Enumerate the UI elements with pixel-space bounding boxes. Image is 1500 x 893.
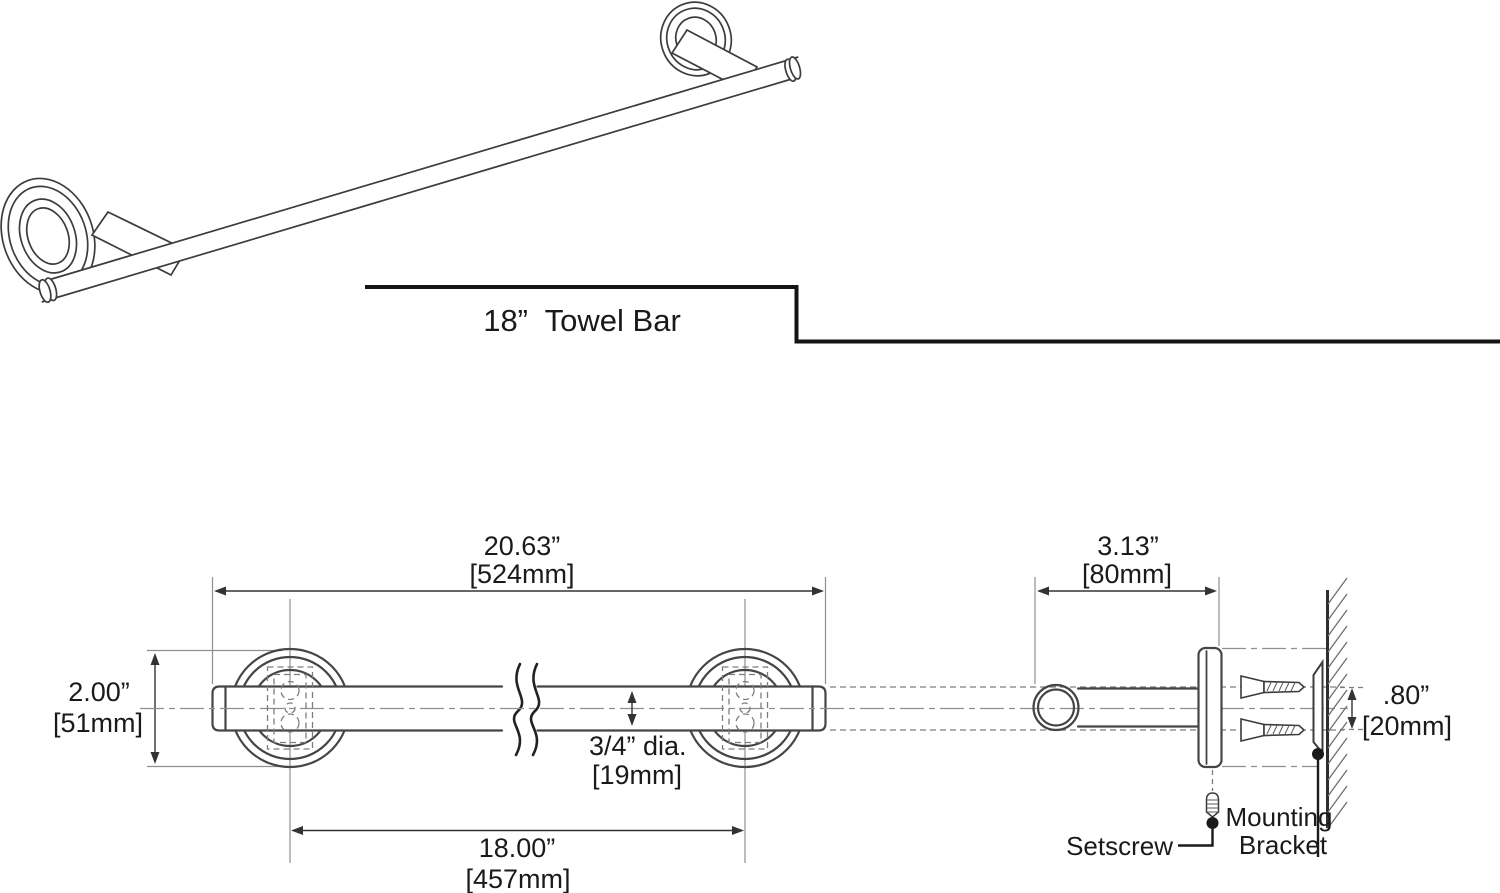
dim-bracket-depth: .80” [20mm] [1340, 680, 1452, 741]
mounting-screw-bottom [1240, 717, 1306, 743]
mounting-bracket-label-line1: Mounting [1226, 802, 1333, 832]
dim-bracket-in: .80” [1383, 680, 1430, 710]
arrowhead-left [1037, 586, 1049, 596]
mounting-bracket-callout: Mounting Bracket [1226, 748, 1333, 860]
dim-bar-dia-mm: [19mm] [592, 760, 682, 790]
mounting-bracket-label-line2: Bracket [1239, 830, 1328, 860]
arrowhead-up [627, 691, 637, 703]
arrowhead-up [1347, 688, 1357, 700]
dim-overall-in: 20.63” [484, 531, 561, 561]
extension-lines-flange-height [147, 649, 282, 768]
dim-bar-diameter: 3/4” dia. [19mm] [589, 691, 687, 790]
dim-bar-dia-in: 3/4” dia. [589, 731, 687, 761]
front-view: 20.63” [524mm] 2.00” [51mm] [53, 531, 1348, 893]
perspective-bar-endcap-right [784, 56, 802, 83]
dim-centers-in: 18.00” [479, 833, 556, 863]
perspective-bar [38, 56, 802, 304]
side-view: 3.13” [80mm] [830, 531, 1452, 861]
arrowhead-down [150, 752, 160, 764]
title-block: 18” Towel Bar [365, 285, 1500, 344]
arrowhead-right [732, 826, 744, 835]
page-title: 18” Towel Bar [483, 303, 681, 338]
dim-projection-in: 3.13” [1097, 531, 1159, 561]
dim-flange-height: 2.00” [51mm] [53, 653, 160, 764]
arrowhead-down [1347, 717, 1357, 729]
perspective-view [0, 1, 802, 304]
perspective-left-flange [0, 177, 96, 295]
setscrew-label: Setscrew [1066, 831, 1173, 861]
perspective-bar-endcap-left [38, 277, 58, 304]
side-bar-end [1032, 683, 1200, 732]
arrowhead-down [627, 714, 637, 726]
arrowhead-up [150, 653, 160, 665]
extension-lines-projection [1034, 577, 1220, 684]
dim-projection-mm: [80mm] [1082, 559, 1172, 589]
dim-centers-mm: [457mm] [465, 864, 570, 893]
side-flange [1197, 646, 1223, 769]
break-symbol [512, 662, 541, 757]
dim-flange-mm: [51mm] [53, 708, 143, 738]
wall-hatching [1327, 577, 1348, 829]
wall [1326, 577, 1348, 829]
dim-center-distance: 18.00” [457mm] [291, 826, 744, 893]
arrowhead-left [214, 586, 226, 596]
setscrew-glyph [1205, 792, 1220, 818]
hidden-bracket-right [721, 666, 769, 750]
dim-overall-mm: [524mm] [469, 559, 574, 589]
dim-bracket-mm: [20mm] [1362, 711, 1452, 741]
extension-lines-overall [211, 577, 827, 684]
title-separator-line [365, 285, 1500, 344]
dim-overall-width: 20.63” [524mm] [214, 531, 824, 596]
arrowhead-right [1205, 586, 1217, 596]
dim-flange-in: 2.00” [68, 677, 130, 707]
mounting-bracket-profile [1312, 658, 1324, 756]
dim-projection: 3.13” [80mm] [1037, 531, 1217, 596]
hidden-bracket-left [266, 666, 314, 750]
setscrew-leader-dot [1206, 817, 1219, 829]
arrowhead-right [812, 586, 824, 596]
arrowhead-left [291, 826, 303, 835]
setscrew-leader-line [1178, 829, 1214, 847]
setscrew-callout: Setscrew [1066, 770, 1220, 861]
mounting-screw-top [1240, 674, 1306, 700]
